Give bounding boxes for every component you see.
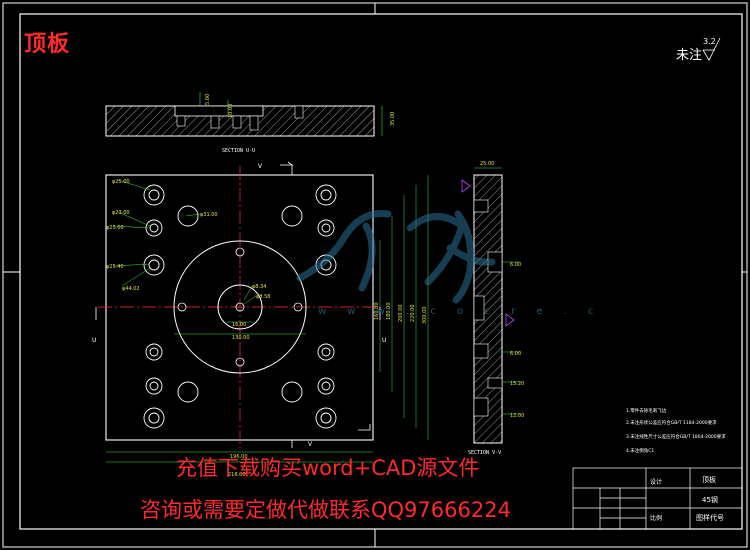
top-section-hole (176, 115, 186, 127)
side-section-cut (473, 295, 485, 321)
center-bore-large (173, 240, 307, 374)
screw-hole (177, 302, 187, 312)
dim-lines-horizontal (106, 321, 373, 463)
section-label-side: SECTION V-V (468, 450, 501, 456)
dim-text: φ23.00 (112, 210, 130, 216)
dim-text: 200.00 (398, 305, 404, 323)
dim-text: φ8.34 (252, 284, 266, 290)
section-marker-v: V (308, 441, 313, 448)
center-bore-small (217, 284, 263, 330)
dim-text: 10.00 (228, 104, 234, 118)
side-section-cut (473, 343, 489, 359)
section-marker-u: U (382, 337, 386, 344)
side-section-cut (473, 397, 489, 417)
title-block-drawing-no: 图样代号 (696, 513, 724, 522)
dim-text: 5.00 (205, 94, 211, 105)
top-section-hole (249, 115, 259, 131)
section-marker-v: V (258, 163, 263, 170)
leader-lines (113, 179, 257, 305)
note-line: 3.未注线性尺寸公差应符合GB/T 1804-2000要求 (626, 433, 726, 440)
dim-text: 196.00 (230, 454, 248, 460)
roughness-value: 3.2 (703, 37, 716, 46)
dim-text: 16.00 (232, 322, 246, 328)
screw-hole (235, 247, 245, 257)
dim-text: φ25.00 (112, 179, 130, 185)
roughness-flag (461, 179, 471, 193)
note-line: 4.未注倒角C1 (626, 447, 654, 454)
note-line: 1.零件去除毛刺飞边 (626, 407, 667, 414)
dim-text: 180.00 (386, 303, 392, 321)
title-block-designer: 设计 (650, 478, 662, 486)
promo-line-1: 充值下载购买word+CAD源文件 (176, 456, 480, 480)
sprue-hole (235, 302, 245, 312)
dim-text: 220.00 (410, 305, 416, 323)
top-section-slot (174, 105, 264, 117)
note-line: 2.未注形状公差应符合GB/T 1184-2000要求 (626, 419, 717, 426)
dim-text: 300.00 (422, 307, 428, 325)
watermark-logo (296, 209, 496, 304)
section-label-top: SECTION U-U (222, 148, 255, 154)
section-marker-arrow (280, 161, 294, 166)
dim-text: 130.00 (232, 335, 250, 341)
dim-text: 6.00 (510, 262, 521, 268)
title-block-name: 顶板 (702, 475, 716, 484)
dim-text: 6.00 (510, 351, 521, 357)
dim-text: 12.00 (510, 413, 524, 419)
promo-line-2: 咨询或需要定做代做联系QQ97666224 (140, 498, 511, 522)
top-section-hole (294, 105, 304, 119)
title-block-scale: 比例 (650, 514, 662, 522)
plate-outline (105, 174, 374, 441)
corner-mark (358, 424, 371, 431)
side-section-cut (473, 199, 489, 213)
dim-text: 15.20 (510, 381, 524, 387)
dim-text: φ25.00 (106, 225, 124, 231)
dim-text: 25.00 (480, 161, 494, 167)
top-section-hole (232, 115, 242, 129)
side-leaders (502, 261, 520, 415)
section-marker-u: U (92, 337, 96, 344)
screw-hole (293, 302, 303, 312)
roughness-symbol (702, 37, 721, 61)
drawing-title: 顶板 (24, 32, 71, 57)
dim-text: φ8.58 (256, 294, 270, 300)
notes-block: 1.零件去除毛刺飞边 2.未注形状公差应符合GB/T 1184-2000要求 3… (626, 407, 726, 454)
dim-text: φ31.00 (200, 212, 218, 218)
dim-text: φ44.02 (122, 286, 140, 292)
dim-text: 160.00 (374, 303, 380, 321)
watermark-url: w w w . c o c r e . c (318, 306, 603, 317)
dim-text: φ25.40 (106, 264, 124, 270)
title-block (572, 467, 743, 530)
unmarked-roughness-label: 未注 (676, 48, 703, 63)
title-block-material: 45钢 (702, 495, 718, 504)
roughness-flag (505, 313, 515, 327)
screw-hole (235, 357, 245, 367)
dim-text: 218.00 (228, 472, 246, 478)
top-section-hole (210, 115, 220, 129)
dim-text: 35.00 (390, 112, 396, 126)
side-section-cut (487, 377, 503, 389)
